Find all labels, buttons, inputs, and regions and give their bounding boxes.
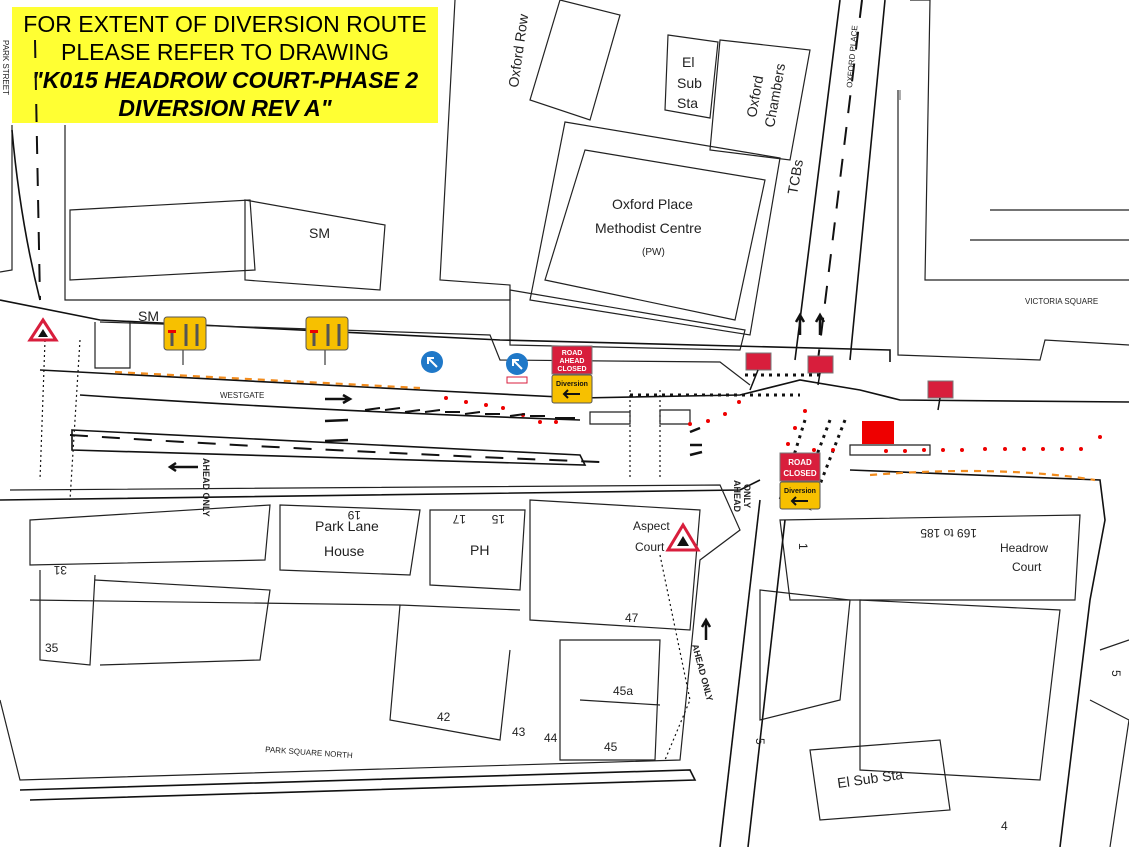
- label-aspect-court-2: Court: [635, 540, 665, 554]
- sign-text-ahead: AHEAD: [560, 358, 585, 365]
- label-park-lane-house-2: House: [324, 543, 365, 559]
- label-methodist-2: Methodist Centre: [595, 220, 702, 236]
- street-label-park-street: PARK STREET: [1, 40, 10, 95]
- street-label-oxford-place: OXFORD PLACE: [845, 25, 859, 88]
- sign-text-road: ROAD: [788, 458, 812, 467]
- ahead-only-marking-south: AHEAD ONLY: [690, 643, 715, 702]
- ahead-only-markings: AHEAD ONLY AHEAD ONLY AHEAD ONLY: [201, 458, 752, 702]
- street-label-victoria-square: VICTORIA SQUARE: [1025, 297, 1098, 306]
- diversion-sign-west: Diversion: [551, 374, 593, 404]
- road-ahead-closed-sign: ROAD AHEAD CLOSED: [551, 345, 593, 375]
- notice-line-1: FOR EXTENT OF DIVERSION ROUTE: [23, 11, 427, 37]
- label-oxford-chambers-1: Oxford: [743, 74, 766, 118]
- ahead-only-marking-west: AHEAD ONLY: [201, 458, 211, 517]
- number-5-left: 5: [753, 738, 767, 745]
- street-label-westgate: WESTGATE: [220, 391, 264, 400]
- diversion-notice: FOR EXTENT OF DIVERSION ROUTE PLEASE REF…: [12, 7, 438, 123]
- small-red-signs: [745, 352, 954, 444]
- number-45: 45: [604, 740, 618, 754]
- left-arrow-icon: [562, 389, 580, 399]
- number-47: 47: [625, 611, 639, 625]
- number-42: 42: [437, 710, 451, 724]
- label-el-sub-sta-top-1: El: [682, 54, 694, 70]
- property-numbers: 19 17 15 31 35 169 to 185 1 47 45a 42 43…: [45, 508, 1123, 833]
- sign-text-road: ROAD: [562, 350, 583, 357]
- notice-line-3: "K015 HEADROW COURT-PHASE 2: [31, 67, 419, 93]
- label-sm-left: SM: [138, 308, 159, 324]
- number-45a: 45a: [613, 684, 633, 698]
- street-label-park-square-north: PARK SQUARE NORTH: [265, 745, 353, 760]
- diversion-sign-east: Diversion: [779, 481, 821, 510]
- only-marking: ONLY: [742, 484, 752, 508]
- diversion-sign-text: Diversion: [784, 488, 816, 495]
- street-label-oxford-row: Oxford Row: [505, 12, 531, 88]
- ahead-marking: AHEAD: [732, 480, 742, 513]
- label-el-sub-sta-top-2: Sub: [677, 75, 702, 91]
- notice-line-2: PLEASE REFER TO DRAWING: [60, 39, 390, 65]
- notice-line-4: DIVERSION REV A": [118, 95, 332, 121]
- number-169-to-185: 169 to 185: [920, 526, 977, 540]
- number-17: 17: [452, 512, 466, 526]
- number-44: 44: [544, 731, 558, 745]
- keep-left-sign-1: [421, 351, 443, 373]
- number-19: 19: [347, 508, 361, 522]
- number-35: 35: [45, 641, 59, 655]
- lane-arrows: [167, 312, 826, 640]
- label-headrow-court-2: Court: [1012, 560, 1042, 574]
- label-el-sub-sta-bottom: El Sub Sta: [836, 766, 904, 791]
- label-methodist-3: (PW): [642, 247, 665, 258]
- label-ph: PH: [470, 542, 489, 558]
- number-31: 31: [53, 563, 67, 577]
- number-5-right: 5: [1109, 670, 1123, 677]
- diversion-sign-text: Diversion: [556, 381, 588, 388]
- chevron-markings: [364, 407, 575, 419]
- keep-left-sign-2: [506, 353, 528, 384]
- label-sm-top: SM: [309, 225, 330, 241]
- label-headrow-court-1: Headrow: [1000, 541, 1048, 555]
- number-43: 43: [512, 725, 526, 739]
- number-15: 15: [491, 512, 505, 526]
- orange-route-line-west: [114, 370, 421, 390]
- roadworks-sign-west: [27, 317, 59, 342]
- label-oxford-chambers-2: Chambers: [761, 62, 788, 128]
- orange-route-line-east: [869, 469, 1096, 482]
- left-arrow-icon: [790, 496, 808, 506]
- label-tcbs: TCBs: [784, 158, 806, 195]
- label-el-sub-sta-top-3: Sta: [677, 95, 698, 111]
- label-aspect-court-1: Aspect: [633, 519, 670, 533]
- road-closed-sign: ROAD CLOSED: [779, 452, 821, 482]
- lane-closed-sign-1: [163, 316, 207, 365]
- label-methodist-1: Oxford Place: [612, 196, 693, 212]
- roadworks-sign-aspect-court: [665, 522, 701, 552]
- label-park-lane-house-1: Park Lane: [315, 518, 379, 534]
- number-1: 1: [796, 543, 810, 550]
- sign-text-closed: CLOSED: [557, 366, 586, 373]
- lane-closed-sign-2: [305, 316, 349, 365]
- number-4: 4: [1001, 819, 1008, 833]
- sign-text-closed: CLOSED: [783, 469, 817, 478]
- traffic-cones: [444, 396, 1102, 453]
